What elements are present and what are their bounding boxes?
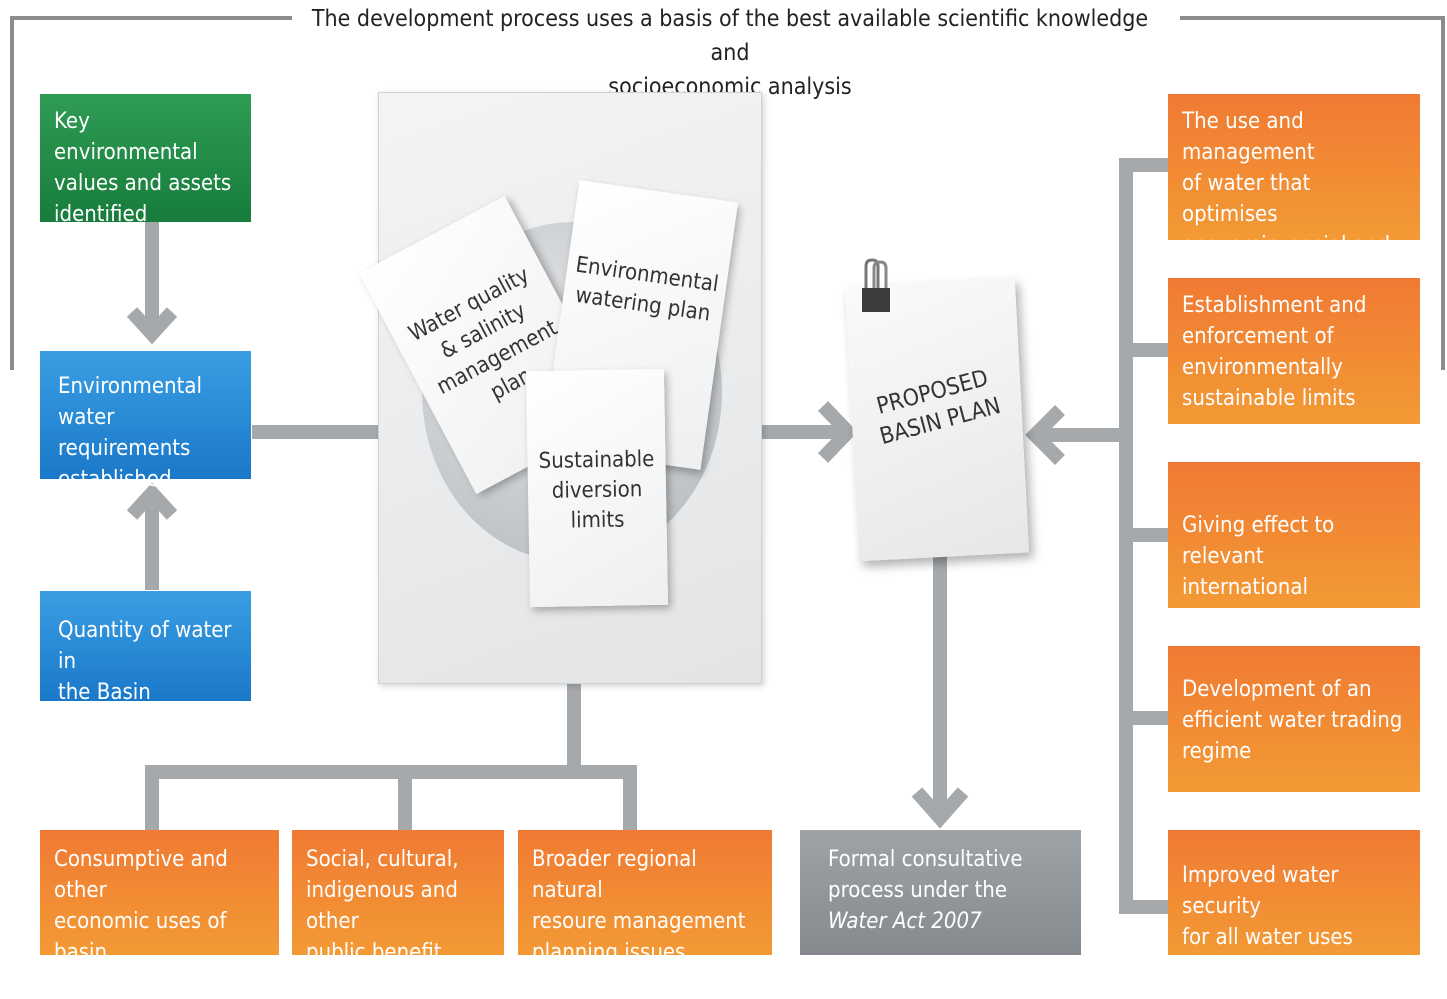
doc-environmental-watering-label: Environmental watering plan (573, 252, 721, 327)
bracket-line (10, 16, 292, 370)
connector-bottom-bus (145, 765, 637, 830)
social-box: Social, cultural, indigenous and other p… (292, 830, 504, 996)
env-requirements-label: Environmental water requirements establi… (58, 374, 202, 492)
arrowhead-down (126, 307, 178, 345)
limits-label: Establishment and enforcement of environ… (1182, 293, 1367, 411)
doc-sustainable-diversion: Sustainable diversion limits (525, 368, 669, 608)
proposed-plan-document: PROPOSED BASIN PLAN (844, 277, 1030, 562)
trading-label: Development of an efficient water tradin… (1182, 677, 1403, 764)
consumptive-box: Consumptive and other economic uses of b… (40, 830, 279, 996)
consultative-line1: Formal consultative (828, 847, 1023, 872)
key-values-label: Key environmental values and assets iden… (54, 109, 232, 227)
doc-sustainable-diversion-label: Sustainable diversion limits (538, 446, 655, 534)
quantity-box: Quantity of water in the Basin assessed (40, 591, 251, 736)
arrowhead-right (817, 401, 858, 463)
proposed-plan-label: PROPOSED BASIN PLAN (874, 365, 1004, 451)
international-box: Giving effect to relevant international … (1168, 462, 1420, 631)
arrowhead-down (911, 787, 969, 829)
key-values-box: Key environmental values and assets iden… (40, 94, 251, 227)
binder-clip-icon (862, 258, 890, 312)
security-box: Improved water security for all water us… (1168, 830, 1420, 955)
use-management-box: The use and management of water that opt… (1168, 94, 1420, 320)
bracket-line (1180, 16, 1445, 370)
regional-label: Broader regional natural resoure managem… (532, 847, 746, 965)
arrowhead-up (126, 482, 178, 520)
header-caption: The development process uses a basis of … (300, 2, 1160, 104)
limits-box: Establishment and enforcement of environ… (1168, 278, 1420, 424)
consultative-line2: process under the (828, 878, 1008, 903)
security-label: Improved water security for all water us… (1182, 863, 1353, 950)
consumptive-label: Consumptive and other economic uses of b… (54, 847, 228, 996)
regional-box: Broader regional natural resoure managem… (518, 830, 772, 965)
consultative-act: Water Act 2007 (828, 909, 982, 934)
quantity-label: Quantity of water in the Basin assessed (58, 618, 232, 736)
env-requirements-box: Environmental water requirements establi… (40, 351, 251, 492)
arrowhead-left (1025, 405, 1065, 465)
trading-box: Development of an efficient water tradin… (1168, 646, 1420, 792)
international-label: Giving effect to relevant international … (1182, 513, 1335, 631)
social-label: Social, cultural, indigenous and other p… (306, 847, 459, 996)
consultative-box: Formal consultative process under the Wa… (800, 830, 1081, 955)
